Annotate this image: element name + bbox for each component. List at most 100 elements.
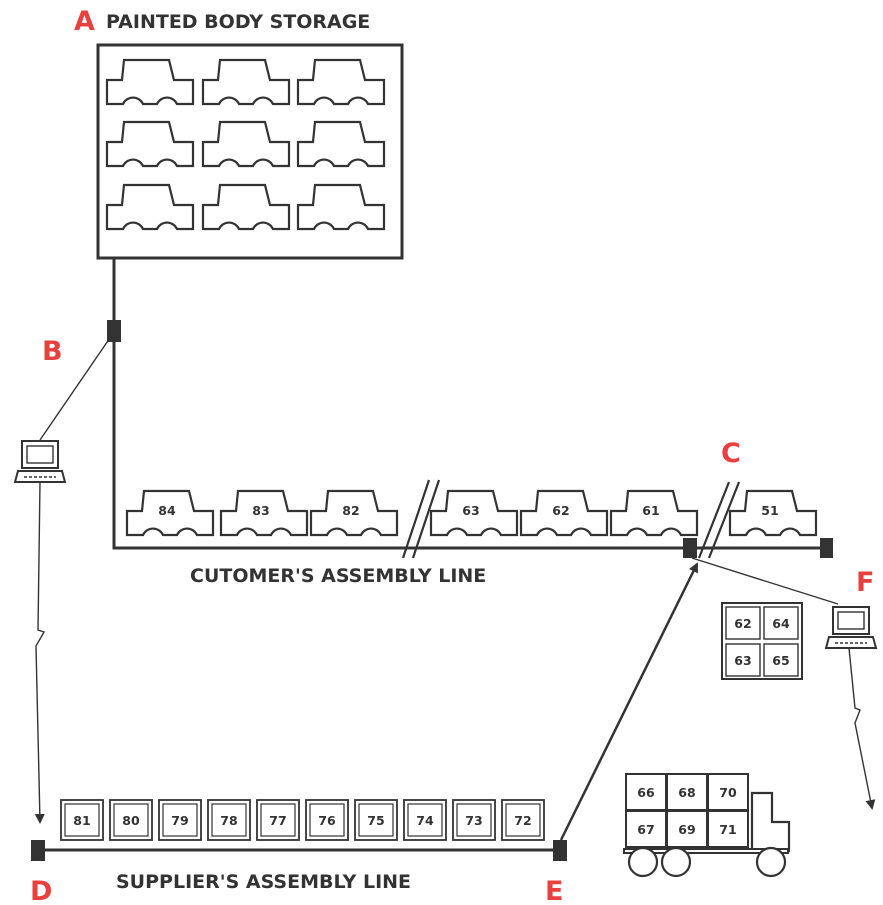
box-inner [113, 803, 149, 837]
box-number: 77 [269, 813, 286, 828]
cargo-cell [625, 773, 667, 811]
box-inner [456, 803, 492, 837]
box-number: 80 [122, 813, 140, 828]
customer-car: 84 [125, 489, 215, 537]
cargo-number: 69 [678, 822, 695, 837]
truck-base [623, 848, 789, 854]
grid-box: 65 [763, 643, 799, 677]
cargo-cell [625, 810, 667, 848]
truck-box: 66 [625, 773, 667, 811]
supplier-box: 80 [109, 799, 153, 841]
storage-title: PAINTED BODY STORAGE [106, 11, 370, 33]
supplier-box: 76 [305, 799, 349, 841]
cargo-cell [666, 810, 708, 848]
car-number: 61 [642, 503, 659, 518]
label-d: D [30, 876, 52, 905]
box-inner [358, 803, 394, 837]
car-body-icon [201, 58, 291, 106]
car-number: 84 [158, 503, 176, 518]
laptop-icon-b [13, 440, 67, 483]
car-body-icon [201, 120, 291, 168]
truck-wheel [627, 846, 659, 878]
grid-cell [725, 643, 761, 677]
car-number: 83 [252, 503, 269, 518]
customer-line-cars: 84 83 82 63 62 61 51 [125, 489, 818, 537]
customer-car: 62 [519, 489, 609, 537]
box-number: 72 [514, 813, 531, 828]
car-body-icon [296, 183, 386, 231]
line-break-mark-1 [401, 479, 441, 559]
grid-number: 65 [772, 653, 789, 668]
customer-car: 61 [609, 489, 699, 537]
car-number: 63 [462, 503, 479, 518]
storage-to-line-connector [112, 258, 828, 550]
box-number: 75 [367, 813, 384, 828]
cargo-cell [707, 810, 749, 848]
supplier-box: 72 [501, 799, 545, 841]
car-body-icon [296, 58, 386, 106]
laptop-icon-f [824, 606, 878, 649]
line-break-mark-2 [697, 481, 741, 559]
box-number: 79 [171, 813, 188, 828]
car-body-icon [309, 489, 399, 537]
grid-number: 64 [772, 616, 790, 631]
label-e: E [545, 876, 563, 905]
cargo-number: 67 [637, 822, 654, 837]
box-number: 73 [465, 813, 482, 828]
truck-box: 67 [625, 810, 667, 848]
car-body-icon [105, 183, 195, 231]
node-d [31, 840, 45, 861]
supplier-line-caption: SUPPLIER'S ASSEMBLY LINE [116, 871, 411, 893]
customer-car: 63 [429, 489, 519, 537]
truck-box: 71 [707, 810, 749, 848]
supplier-box: 75 [354, 799, 398, 841]
line-end-node [820, 538, 833, 558]
car-body-icon [201, 183, 291, 231]
node-c [683, 538, 697, 558]
box-inner [309, 803, 345, 837]
b-to-laptop-link [39, 331, 115, 441]
box-inner [505, 803, 541, 837]
car-body-icon [219, 489, 309, 537]
box-number: 74 [416, 813, 434, 828]
label-a: A [74, 6, 95, 37]
customer-car: 51 [728, 489, 818, 537]
box-inner [260, 803, 296, 837]
car-number: 51 [761, 503, 778, 518]
node-e [553, 840, 567, 861]
supplier-box: 78 [207, 799, 251, 841]
grid-number: 62 [734, 616, 751, 631]
sequence-box-grid: 62 64 63 65 [721, 602, 803, 680]
truck-wheel [660, 846, 692, 878]
c-to-laptop-link [691, 557, 839, 605]
box-inner [211, 803, 247, 837]
box-number: 81 [73, 813, 90, 828]
grid-box: 64 [763, 606, 799, 640]
supplier-box: 79 [158, 799, 202, 841]
car-body-icon [728, 489, 818, 537]
supplier-box: 74 [403, 799, 447, 841]
label-b: B [42, 336, 63, 367]
truck-cab [750, 791, 791, 853]
box-inner [162, 803, 198, 837]
supplier-line-boxes: 81 80 79 78 77 76 75 74 73 72 [60, 799, 545, 841]
box-number: 78 [220, 813, 237, 828]
box-inner [407, 803, 443, 837]
label-f: F [856, 567, 874, 598]
box-inner [64, 803, 100, 837]
storage-car-grid [105, 58, 386, 231]
car-body-icon [296, 120, 386, 168]
grid-cell [725, 606, 761, 640]
car-body-icon [105, 58, 195, 106]
grid-number: 63 [734, 653, 751, 668]
customer-car: 82 [309, 489, 399, 537]
customer-line-caption: CUTOMER'S ASSEMBLY LINE [190, 565, 486, 587]
grid-box: 62 [725, 606, 761, 640]
b-to-d-signal [34, 481, 46, 824]
f-outbound-signal [848, 647, 876, 810]
e-to-c-delivery-arrow [559, 562, 699, 841]
grid-cell [763, 643, 799, 677]
car-body-icon [105, 120, 195, 168]
